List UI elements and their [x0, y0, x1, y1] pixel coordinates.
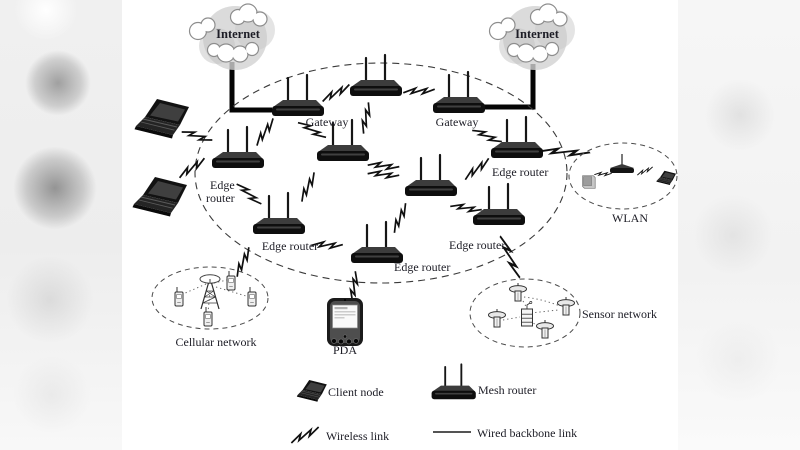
edge-router-bottom-left-label: Edge router — [262, 239, 318, 253]
sensor-box-icon — [521, 300, 533, 327]
mobile-phone-icon — [174, 286, 184, 307]
sensor-node-icon — [557, 296, 575, 316]
sensor-cluster: Sensor network — [469, 278, 657, 348]
sensor-node-icon — [488, 308, 506, 328]
gateway-left-label: Gateway — [306, 115, 349, 129]
wlan-terminal-icon — [582, 175, 596, 189]
sensor-label: Sensor network — [582, 307, 657, 321]
mesh-router-icon — [471, 182, 527, 227]
gateway-right-label: Gateway — [436, 115, 479, 129]
legend-wired-backbone-label: Wired backbone link — [477, 426, 577, 440]
wired-backbone-left — [229, 62, 272, 113]
edge-router-top-right-label: Edge router — [492, 165, 548, 179]
client-laptop-icon — [134, 98, 190, 139]
pda-label: PDA — [333, 343, 357, 357]
wlan-ap-icon — [609, 153, 635, 174]
wireless-link-icon — [635, 166, 655, 176]
mesh-boundary-ellipse — [194, 62, 568, 284]
edge-router-middle-right-label: Edge router — [449, 238, 505, 252]
internet-cloud-left: Internet — [188, 3, 276, 71]
edge-router-left-label-line1: Edge — [210, 178, 235, 192]
internet-left-label: Internet — [216, 27, 261, 41]
mobile-phone-icon — [247, 286, 257, 307]
wireless-link-icon — [593, 168, 613, 180]
mesh-router-icon — [403, 153, 459, 198]
mesh-router-icon — [348, 53, 404, 98]
legend-mesh-router-label: Mesh router — [478, 383, 536, 397]
wireless-link-icon — [385, 202, 415, 234]
pda-icon — [326, 297, 364, 347]
sensor-node-icon — [509, 282, 527, 302]
cellular-cluster: Cellular network — [151, 266, 269, 349]
sensor-boundary-ellipse — [469, 278, 581, 348]
wireless-link-icon — [460, 157, 494, 181]
wireless-link-icon — [249, 117, 281, 147]
pda-node: PDA — [326, 297, 364, 357]
wlan-cluster: WLAN — [568, 142, 678, 225]
wireless-link-icon — [402, 82, 436, 100]
sensor-dotted-links — [502, 296, 561, 329]
wlan-label: WLAN — [612, 211, 648, 225]
legend-client-node-label: Client node — [328, 385, 384, 399]
wireless-link-icon — [180, 122, 214, 150]
wireless-link-icon — [293, 171, 323, 203]
mesh-router-icon — [431, 70, 487, 115]
wireless-link-icon — [175, 157, 209, 179]
wireless-link-icon — [353, 101, 379, 135]
client-laptop-icon — [296, 379, 328, 403]
cellular-label: Cellular network — [176, 335, 257, 349]
mesh-router-icon — [430, 363, 477, 401]
mobile-phone-icon — [203, 306, 213, 327]
wired-backbone-right — [483, 64, 536, 110]
client-laptop-icon — [656, 170, 677, 186]
mesh-router-icon — [489, 115, 545, 160]
mesh-routers — [210, 53, 545, 265]
wlan-boundary-ellipse — [568, 142, 678, 210]
sensor-node-icon — [536, 319, 554, 339]
wireless-link-icon — [235, 177, 263, 211]
wireless-link-icon — [288, 426, 322, 444]
mesh-router-icon — [251, 191, 307, 236]
cellular-boundary-ellipse — [151, 266, 269, 330]
legend: Client node Mesh router Wireless link Wi… — [288, 363, 577, 444]
wireless-link-icon — [536, 140, 592, 164]
wireless-link-double — [366, 155, 401, 186]
internet-cloud-right: Internet — [488, 3, 576, 71]
legend-wireless-link-label: Wireless link — [326, 429, 389, 443]
mesh-router-icon — [210, 125, 266, 170]
edge-router-bottom-middle-label: Edge router — [394, 260, 450, 274]
edge-router-left-label-line2: router — [206, 191, 235, 205]
mobile-phone-icon — [226, 270, 236, 291]
internet-right-label: Internet — [515, 27, 560, 41]
wireless-link-icon — [319, 83, 353, 103]
client-laptop-icon — [132, 176, 188, 217]
